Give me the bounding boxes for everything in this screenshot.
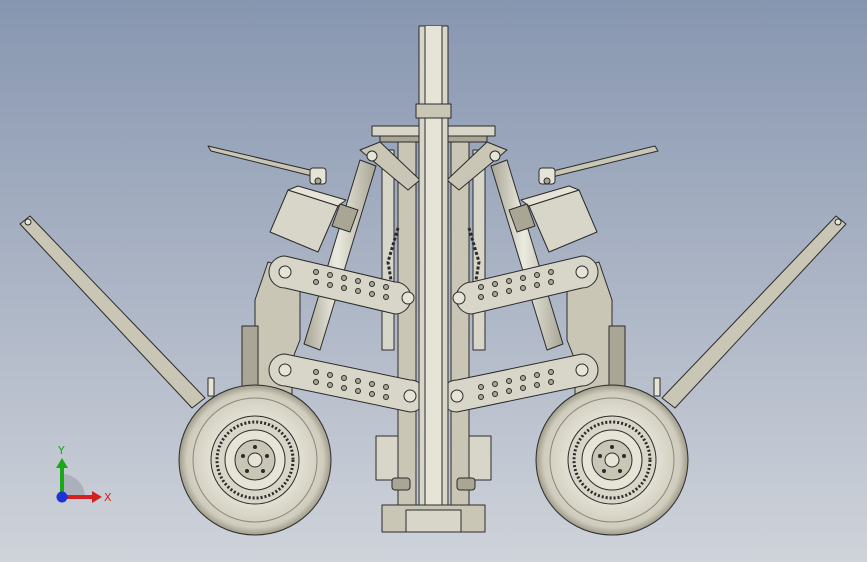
left-gearbox-block[interactable] — [269, 185, 347, 253]
left-upper-link-plate[interactable] — [268, 255, 415, 315]
x-axis-arrowhead — [92, 491, 102, 503]
base-block[interactable] — [381, 504, 486, 533]
coordinate-triad[interactable]: Y X — [56, 444, 112, 504]
right-wheel[interactable] — [535, 384, 689, 536]
wheel-posts — [207, 377, 661, 397]
right-gearbox-block[interactable] — [520, 185, 598, 253]
left-wheel[interactable] — [178, 384, 332, 536]
triad-plane-indicator — [62, 474, 85, 497]
left-outer-arm[interactable] — [19, 215, 206, 409]
right-lower-link-plate[interactable] — [440, 353, 599, 413]
right-handle-lever[interactable] — [538, 145, 659, 185]
right-chain — [467, 227, 481, 287]
left-handle-lever[interactable] — [207, 145, 327, 185]
y-axis-label: Y — [57, 444, 65, 457]
right-upper-link-plate[interactable] — [452, 255, 599, 315]
lower-brackets — [375, 435, 492, 491]
x-axis-label: X — [104, 491, 112, 504]
left-chain — [386, 227, 400, 287]
z-axis-dot — [56, 491, 68, 503]
y-axis-arrowhead — [56, 458, 68, 468]
right-outer-arm[interactable] — [661, 215, 847, 409]
central-mast[interactable] — [415, 25, 452, 509]
